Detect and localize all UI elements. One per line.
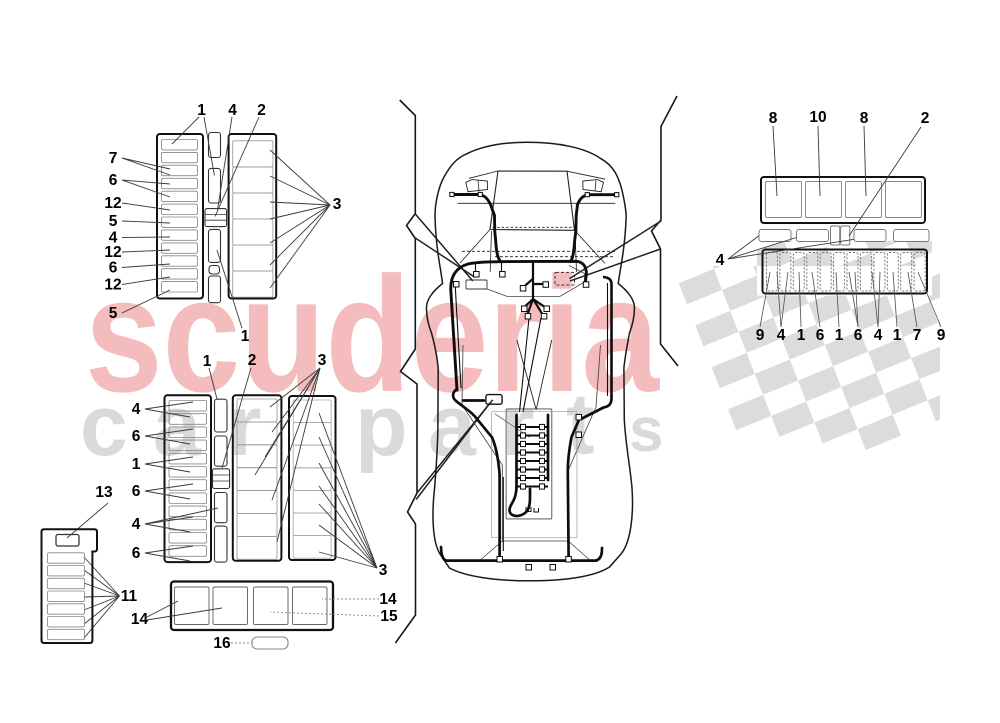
svg-text:9: 9 — [756, 327, 765, 344]
svg-text:6: 6 — [132, 545, 141, 562]
svg-text:c: c — [80, 378, 128, 474]
svg-text:11: 11 — [121, 588, 138, 605]
svg-text:9: 9 — [937, 327, 946, 344]
svg-text:6: 6 — [109, 172, 118, 189]
svg-text:7: 7 — [913, 327, 922, 344]
svg-text:12: 12 — [104, 277, 121, 294]
svg-text:p: p — [355, 378, 408, 474]
svg-text:6: 6 — [132, 428, 141, 445]
svg-text:1: 1 — [197, 102, 206, 119]
svg-text:16: 16 — [213, 635, 231, 652]
svg-text:8: 8 — [860, 110, 869, 127]
svg-text:4: 4 — [777, 327, 786, 344]
svg-text:10: 10 — [809, 109, 826, 126]
svg-text:4: 4 — [228, 102, 237, 119]
svg-text:t: t — [566, 376, 595, 472]
svg-text:6: 6 — [854, 327, 863, 344]
svg-text:2: 2 — [248, 352, 257, 369]
svg-text:5: 5 — [109, 213, 118, 230]
svg-text:6: 6 — [132, 483, 141, 500]
svg-text:3: 3 — [318, 352, 327, 369]
svg-text:4: 4 — [132, 516, 141, 533]
svg-text:4: 4 — [109, 230, 118, 247]
svg-text:1: 1 — [241, 328, 250, 345]
svg-text:12: 12 — [104, 244, 121, 261]
svg-text:6: 6 — [816, 327, 825, 344]
svg-text:8: 8 — [769, 110, 778, 127]
svg-text:2: 2 — [257, 102, 266, 119]
svg-text:4: 4 — [874, 327, 883, 344]
svg-text:1: 1 — [835, 327, 844, 344]
svg-text:1: 1 — [797, 327, 806, 344]
svg-text:12: 12 — [104, 195, 121, 212]
svg-text:3: 3 — [333, 196, 342, 213]
svg-text:14: 14 — [379, 591, 397, 608]
svg-text:7: 7 — [109, 150, 118, 167]
svg-text:15: 15 — [380, 608, 398, 625]
svg-text:6: 6 — [109, 260, 118, 277]
svg-text:3: 3 — [379, 562, 388, 579]
svg-text:2: 2 — [921, 110, 930, 127]
svg-text:13: 13 — [95, 484, 113, 501]
svg-text:s: s — [629, 396, 663, 465]
svg-text:5: 5 — [109, 305, 118, 322]
svg-text:a: a — [153, 378, 202, 474]
svg-text:4: 4 — [132, 401, 141, 418]
svg-text:1: 1 — [132, 456, 141, 473]
svg-text:1: 1 — [203, 353, 212, 370]
svg-text:4: 4 — [716, 252, 725, 269]
svg-text:1: 1 — [893, 327, 902, 344]
svg-text:14: 14 — [131, 611, 149, 628]
